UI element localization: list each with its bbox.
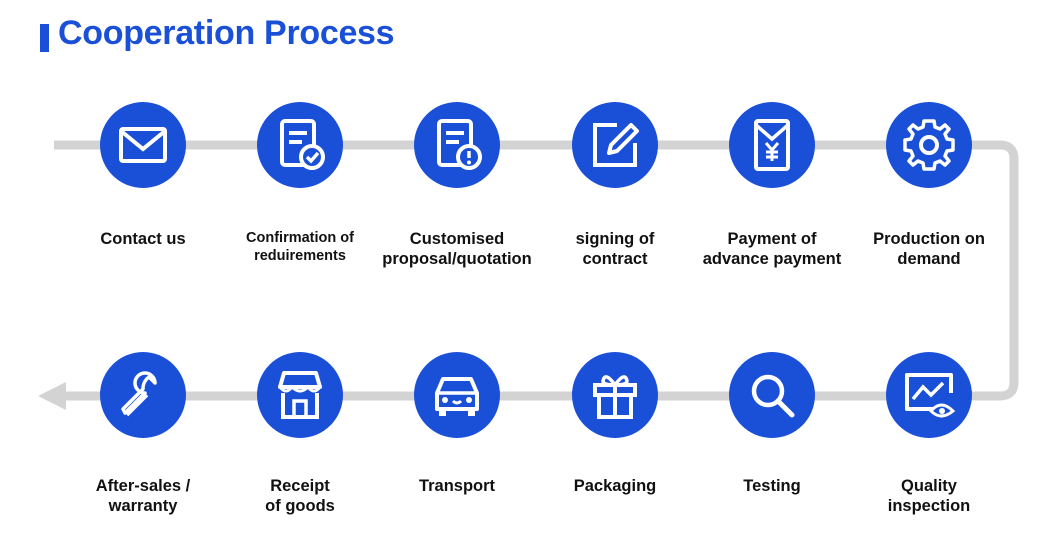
step-icon-circle: [414, 352, 500, 438]
step-label: Contact us: [100, 230, 186, 248]
document-alert-icon: [437, 119, 482, 170]
step-label: Packaging: [573, 477, 657, 495]
yen-bill-icon: [754, 119, 790, 171]
step-icon-circle: [729, 352, 815, 438]
track-line: [54, 140, 1019, 401]
process-step: Testing: [692, 352, 852, 532]
envelope-icon: [119, 127, 167, 163]
step-icon-circle: [886, 102, 972, 188]
track-arrow-head: [38, 382, 66, 410]
step-icon-circle: [100, 102, 186, 188]
gear-icon: [903, 119, 955, 171]
car-icon: [435, 377, 479, 416]
step-label: Testing: [743, 477, 801, 495]
step-icon-circle: [572, 102, 658, 188]
step-label: Transport: [418, 477, 496, 495]
step-icon-circle: [414, 102, 500, 188]
title-accent-bar: [40, 24, 49, 52]
storefront-icon: [278, 371, 322, 419]
process-step: Transport: [377, 352, 537, 532]
edit-icon: [593, 123, 639, 167]
page-title: Cooperation Process: [58, 14, 395, 52]
process-step: Contact us: [63, 102, 223, 282]
document-check-icon: [280, 119, 325, 170]
step-icon-circle: [729, 102, 815, 188]
step-icon-circle: [100, 352, 186, 438]
process-step: Packaging: [535, 352, 695, 532]
process-step: After-sales /warranty: [63, 352, 223, 532]
monitor-eye-icon: [905, 373, 956, 418]
wrench-icon: [121, 371, 157, 417]
step-icon-circle: [886, 352, 972, 438]
step-icon-circle: [572, 352, 658, 438]
step-icon-circle: [257, 352, 343, 438]
step-icon-circle: [257, 102, 343, 188]
gift-icon: [593, 375, 637, 419]
magnifier-icon: [751, 374, 795, 418]
step-label: After-sales /warranty: [95, 477, 191, 515]
